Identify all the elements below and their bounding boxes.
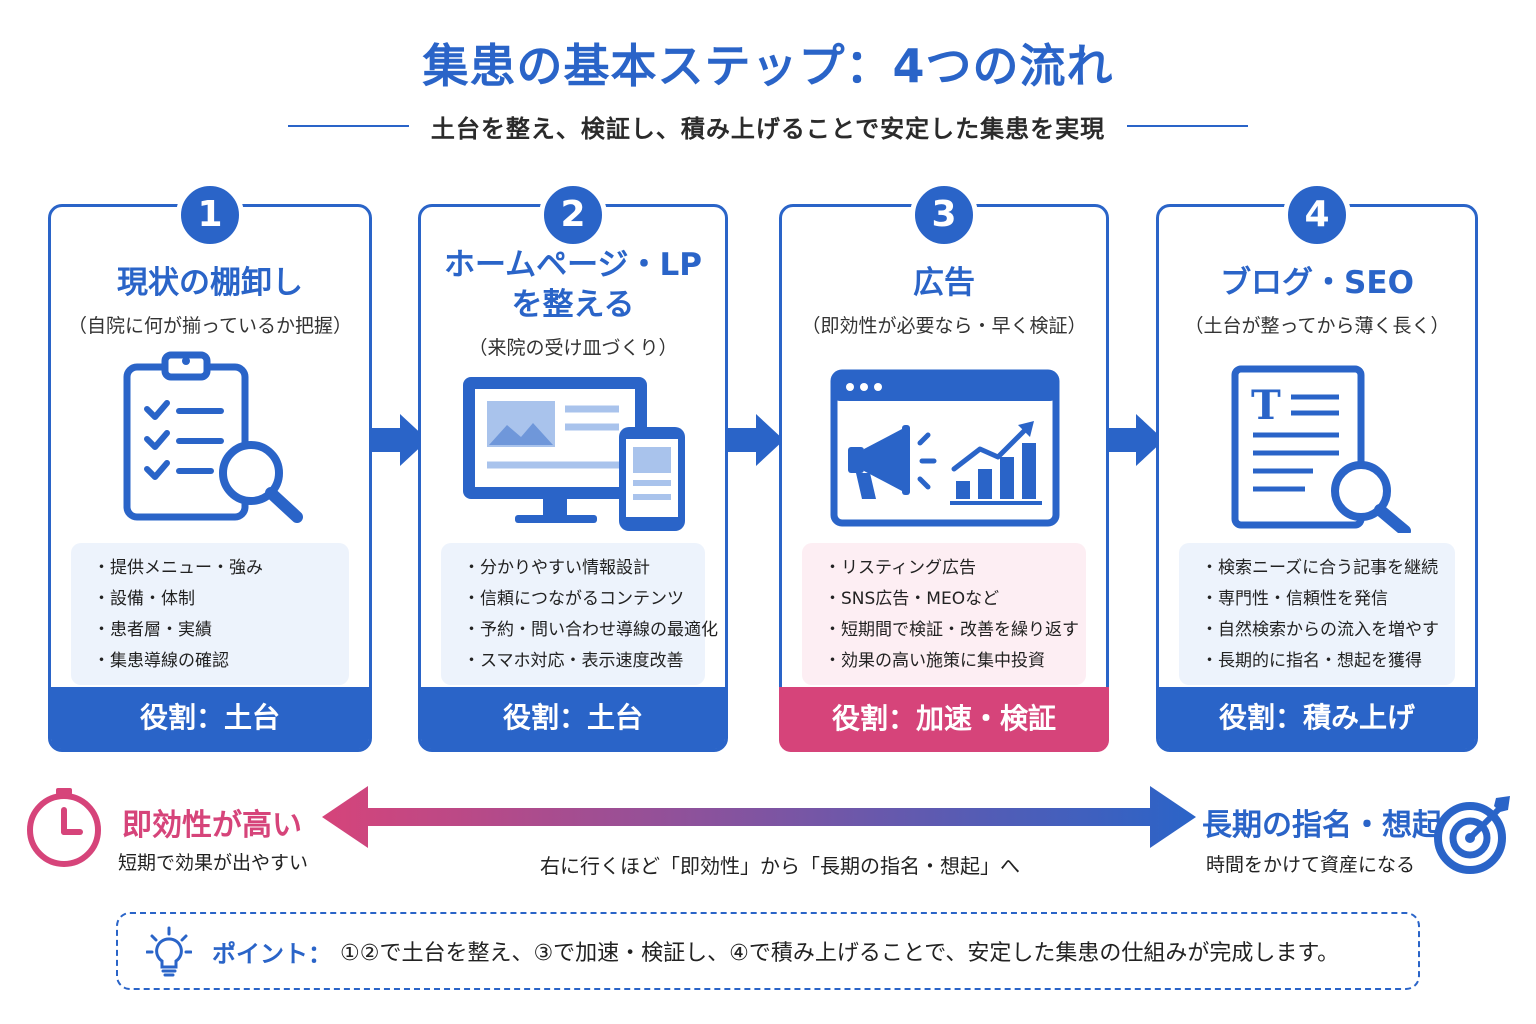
step-note: （来院の受け皿づくり） bbox=[468, 337, 678, 359]
page-title: 集患の基本ステップ：4つの流れ bbox=[422, 39, 1114, 93]
list-item: ・提供メニュー・強み bbox=[93, 558, 263, 578]
list-item: ・検索ニーズに合う記事を継続 bbox=[1201, 558, 1439, 578]
subtitle: 土台を整え、検証し、積み上げることで安定した集患を実現 bbox=[430, 114, 1106, 143]
list-item: ・スマホ対応・表示速度改善 bbox=[463, 651, 684, 671]
subtitle-row: 土台を整え、検証し、積み上げることで安定した集患を実現 bbox=[288, 106, 1248, 146]
arrow-right-icon bbox=[372, 414, 428, 466]
megaphone-chart-icon bbox=[830, 369, 1060, 527]
step-number-badge: 2 bbox=[539, 181, 607, 249]
list-item: ・分かりやすい情報設計 bbox=[463, 558, 650, 578]
document-search-icon: T bbox=[1231, 365, 1411, 533]
point-text: ①②で土台を整え、③で加速・検証し、④で積み上げることで、安定した集患の仕組みが… bbox=[340, 941, 1340, 966]
step-title-line1: ホームページ・LP bbox=[444, 247, 702, 283]
step-card-1: 1 現状の棚卸し （自院に何が揃っているか把握） ・提供メニュー・強み ・設備・… bbox=[48, 181, 372, 752]
step-title: 現状の棚卸し bbox=[117, 265, 303, 301]
step-note: （即効性が必要なら・早く検証） bbox=[801, 315, 1087, 337]
target-icon bbox=[1434, 796, 1510, 874]
spectrum-left-label: 即効性が高い bbox=[122, 808, 302, 843]
point-label: ポイント： bbox=[212, 939, 332, 968]
spectrum-right-label: 長期の指名・想起 bbox=[1202, 808, 1442, 843]
list-item: ・設備・体制 bbox=[93, 589, 195, 609]
subtitle-rule-right bbox=[1127, 125, 1248, 127]
step-number-badge: 4 bbox=[1283, 181, 1351, 249]
list-item: ・自然検索からの流入を増やす bbox=[1201, 620, 1439, 640]
list-item: ・効果の高い施策に集中投資 bbox=[824, 651, 1045, 671]
step-title: ブログ・SEO bbox=[1220, 265, 1414, 301]
step-bullet-list: ・リスティング広告 ・SNS広告・MEOなど ・短期間で検証・改善を繰り返す ・… bbox=[802, 543, 1086, 685]
subtitle-rule-left bbox=[288, 125, 409, 127]
step-note: （土台が整ってから薄く長く） bbox=[1184, 315, 1450, 337]
list-item: ・予約・問い合わせ導線の最適化 bbox=[463, 620, 718, 640]
lightbulb-icon bbox=[146, 926, 192, 977]
step-number-badge: 1 bbox=[176, 181, 244, 249]
clock-icon bbox=[27, 788, 101, 867]
spectrum-left-sub: 短期で効果が出やすい bbox=[118, 852, 309, 874]
list-item: ・SNS広告・MEOなど bbox=[824, 589, 1000, 609]
arrow-right-icon bbox=[728, 414, 784, 466]
step-role-banner: 役割：土台 bbox=[421, 687, 725, 749]
step-role-banner: 役割：土台 bbox=[51, 687, 369, 749]
step-role-banner: 役割：積み上げ bbox=[1159, 687, 1475, 749]
spectrum-right-sub: 時間をかけて資産になる bbox=[1206, 854, 1416, 876]
svg-text:T: T bbox=[1251, 382, 1281, 429]
monitor-phone-icon bbox=[463, 377, 685, 531]
step-title: 広告 bbox=[913, 265, 975, 301]
point-callout: ポイント： ①②で土台を整え、③で加速・検証し、④で積み上げることで、安定した集… bbox=[116, 912, 1420, 990]
step-title-line2: を整える bbox=[511, 287, 635, 323]
step-role-banner: 役割：加速・検証 bbox=[779, 687, 1109, 752]
step-bullet-list: ・分かりやすい情報設計 ・信頼につながるコンテンツ ・予約・問い合わせ導線の最適… bbox=[441, 543, 718, 685]
step-card-2: 2 ホームページ・LP を整える （来院の受け皿づくり） ・分かりやすい情報設計… bbox=[418, 181, 728, 752]
clipboard-search-icon bbox=[123, 351, 303, 523]
list-item: ・短期間で検証・改善を繰り返す bbox=[824, 620, 1079, 640]
spectrum-caption: 右に行くほど「即効性」から「長期の指名・想起」へ bbox=[540, 854, 1020, 878]
list-item: ・長期的に指名・想起を獲得 bbox=[1201, 651, 1422, 671]
step-bullet-list: ・検索ニーズに合う記事を継続 ・専門性・信頼性を発信 ・自然検索からの流入を増や… bbox=[1179, 543, 1455, 685]
list-item: ・専門性・信頼性を発信 bbox=[1201, 589, 1388, 609]
list-item: ・患者層・実績 bbox=[93, 620, 212, 640]
list-item: ・集患導線の確認 bbox=[93, 651, 229, 671]
step-bullet-list: ・提供メニュー・強み ・設備・体制 ・患者層・実績 ・集患導線の確認 bbox=[71, 543, 349, 685]
step-number-badge: 3 bbox=[910, 181, 978, 249]
list-item: ・リスティング広告 bbox=[824, 558, 976, 578]
step-note: （自院に何が揃っているか把握） bbox=[67, 315, 353, 337]
list-item: ・信頼につながるコンテンツ bbox=[463, 589, 684, 609]
step-card-4: 4 ブログ・SEO （土台が整ってから薄く長く） T ・検索ニーズに合う記事を継… bbox=[1156, 181, 1478, 752]
step-card-3: 3 広告 （即効性が必要なら・早く検証） ・リスティング広告 ・SNS広告・ME… bbox=[779, 181, 1109, 752]
spectrum-double-arrow bbox=[322, 786, 1196, 848]
arrow-right-icon bbox=[1108, 414, 1164, 466]
